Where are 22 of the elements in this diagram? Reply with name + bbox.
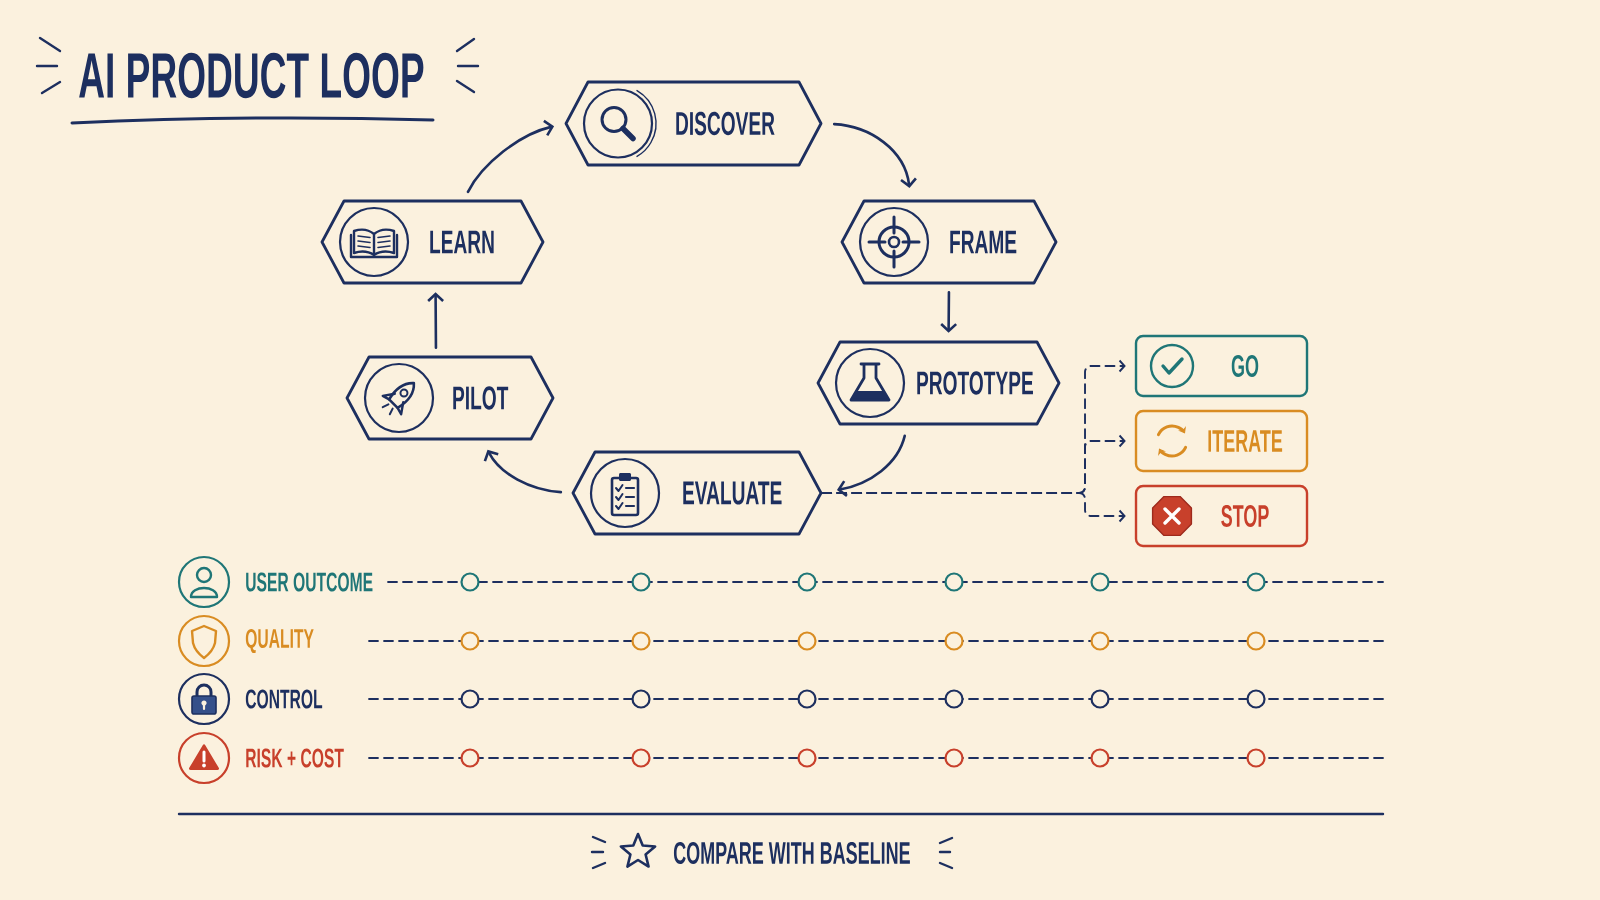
metric-label: RISK + COST bbox=[246, 748, 344, 768]
arrow bbox=[483, 449, 563, 494]
metric-label: QUALITY bbox=[245, 628, 314, 654]
hexagon-box: DISCOVER bbox=[564, 80, 823, 167]
arrow bbox=[832, 122, 917, 188]
arrow bbox=[940, 290, 958, 333]
hexagon-box: PROTOTYPE bbox=[816, 340, 1061, 426]
rounded-box: STOP bbox=[1134, 484, 1309, 548]
arrow bbox=[836, 434, 907, 497]
hexagon-box: PILOT bbox=[345, 355, 555, 441]
metric-label: USER OUTCOME bbox=[246, 572, 373, 592]
rounded-box: ITERATE bbox=[1134, 409, 1309, 473]
hexagon-box: EVALUATE bbox=[571, 450, 823, 536]
metric-label: CONTROL bbox=[245, 689, 323, 709]
dashed-arrow bbox=[821, 492, 1126, 523]
rounded-box: GO bbox=[1134, 334, 1309, 398]
hexagon-box: LEARN bbox=[320, 199, 545, 285]
title: AI PRODUCT LOOP bbox=[79, 52, 424, 99]
arrow bbox=[466, 119, 555, 194]
arrow bbox=[427, 292, 444, 350]
caption: COMPARE WITH BASELINE bbox=[673, 842, 910, 864]
hexagon-box: FRAME bbox=[840, 199, 1058, 285]
